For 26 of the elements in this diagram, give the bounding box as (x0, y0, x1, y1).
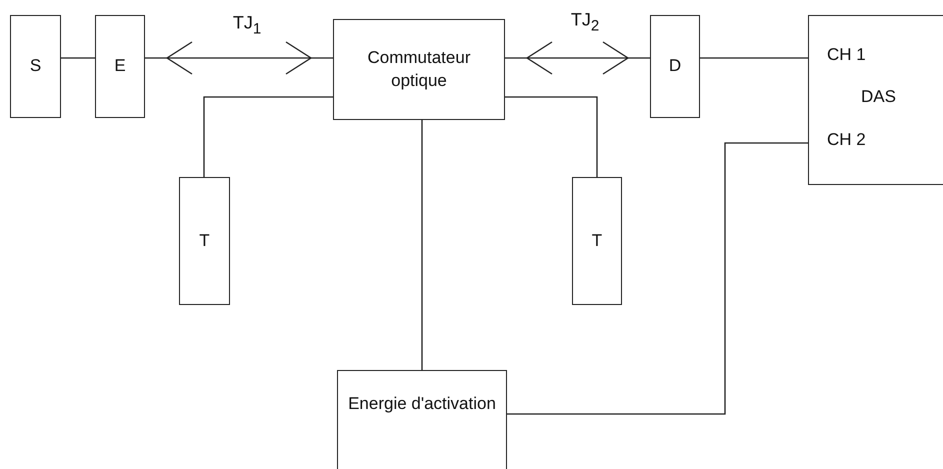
box-label: T (199, 230, 210, 252)
block-box (10, 15, 61, 118)
connector-line (507, 142, 808, 415)
connector-line (203, 96, 333, 177)
block-box (179, 177, 230, 305)
block-box (337, 370, 507, 469)
box-label: E (114, 55, 126, 78)
double-arrow (505, 41, 650, 75)
block-box (333, 19, 505, 120)
connector-line (61, 57, 95, 59)
box-label: CH 1 (827, 44, 866, 66)
box-label: T (592, 230, 602, 252)
connector-line (421, 120, 423, 370)
box-label: S (30, 55, 42, 78)
box-label: Commutateur optique (366, 47, 472, 92)
block-box (95, 15, 145, 118)
connector-line (700, 57, 808, 59)
box-label: Energie d'activation (348, 393, 496, 415)
instrument-box (808, 15, 943, 185)
box-label: D (668, 55, 682, 78)
box-label: CH 2 (827, 129, 866, 151)
block-box (572, 177, 622, 305)
box-label: DAS (861, 86, 896, 108)
block-box (650, 15, 700, 118)
double-arrow (145, 41, 333, 75)
connector-line (505, 96, 598, 177)
